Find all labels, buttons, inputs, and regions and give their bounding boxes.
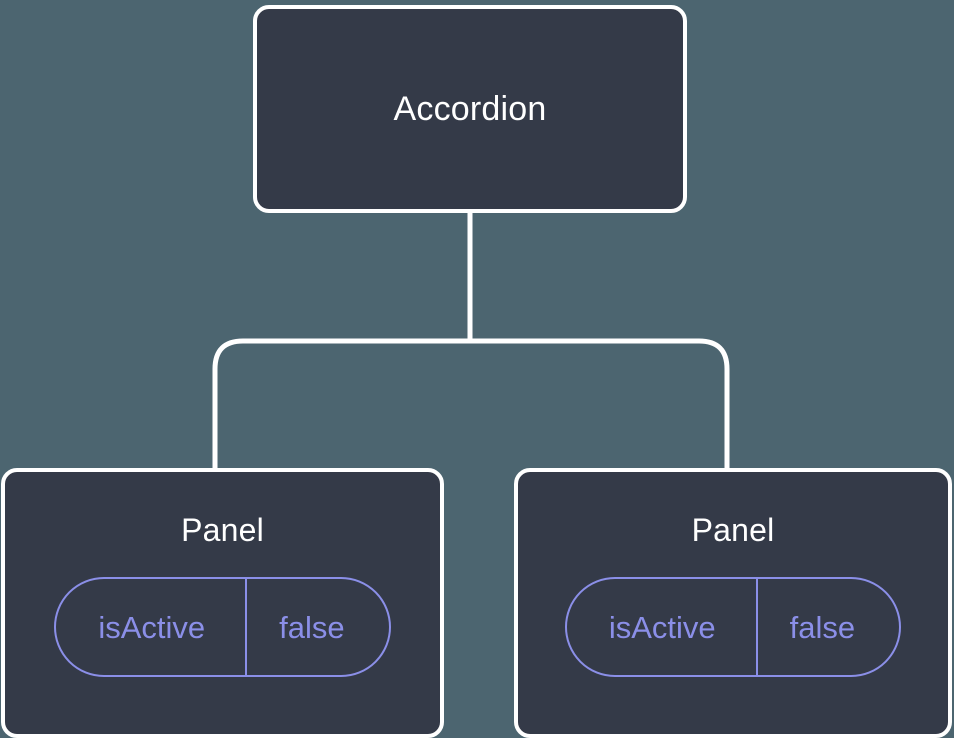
prop-key-label: isActive <box>608 609 716 645</box>
node-panel-2[interactable]: Panel isActive false <box>514 468 952 738</box>
connector-branch-left <box>212 338 470 470</box>
prop-badge-isactive-2[interactable]: isActive false <box>564 577 902 677</box>
connector-branch-right <box>470 338 730 470</box>
prop-value-label: false <box>245 579 388 675</box>
prop-badge-isactive-1[interactable]: isActive false <box>54 577 391 677</box>
node-accordion[interactable]: Accordion <box>253 5 687 213</box>
node-panel-2-label: Panel <box>691 512 775 548</box>
prop-value-label: false <box>755 579 899 675</box>
node-accordion-label: Accordion <box>393 90 547 128</box>
prop-key-label: isActive <box>98 609 206 645</box>
node-panel-1[interactable]: Panel isActive false <box>1 468 444 738</box>
node-panel-1-label: Panel <box>181 512 264 548</box>
